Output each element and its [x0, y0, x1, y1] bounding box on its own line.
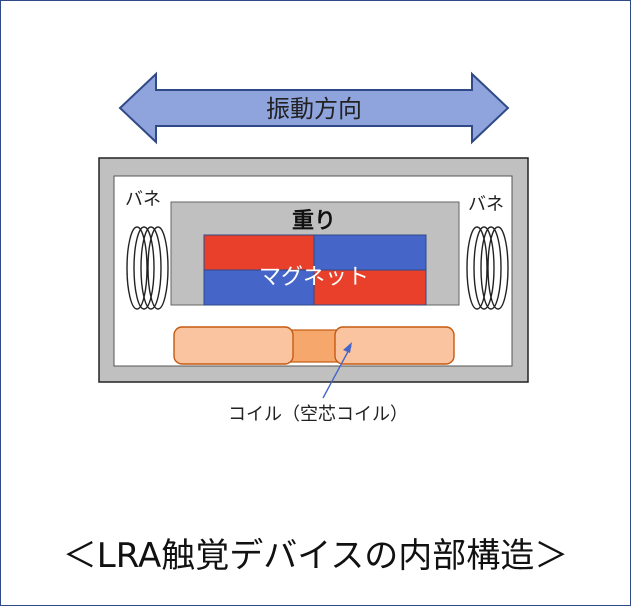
coil-pointer-arrowhead: [343, 342, 352, 353]
spring-left-label: バネ: [125, 189, 161, 210]
magnet-top-right: [313, 234, 427, 271]
coil-core: [287, 329, 341, 363]
coil-pointer-arrow: [322, 345, 352, 399]
magnet-bottom-left: [203, 269, 315, 306]
diagram-caption: ＜LRA触覚デバイスの内部構造＞: [62, 536, 569, 576]
magnet-bottom-right: [313, 269, 427, 306]
vibration-direction-label: 振動方向: [266, 95, 362, 123]
spring-right-label: バネ: [468, 194, 504, 215]
coil-label: コイル（空芯コイル）: [228, 404, 408, 425]
weight-label: 重り: [292, 209, 336, 234]
spring-right-icon: [466, 226, 509, 310]
coil-right: [334, 326, 455, 365]
coil-left: [173, 326, 294, 365]
spring-left-icon: [126, 226, 169, 310]
vibration-direction-arrow: [118, 71, 510, 145]
magnet-label: マグネット: [259, 265, 369, 290]
magnet-top-left: [203, 234, 315, 271]
